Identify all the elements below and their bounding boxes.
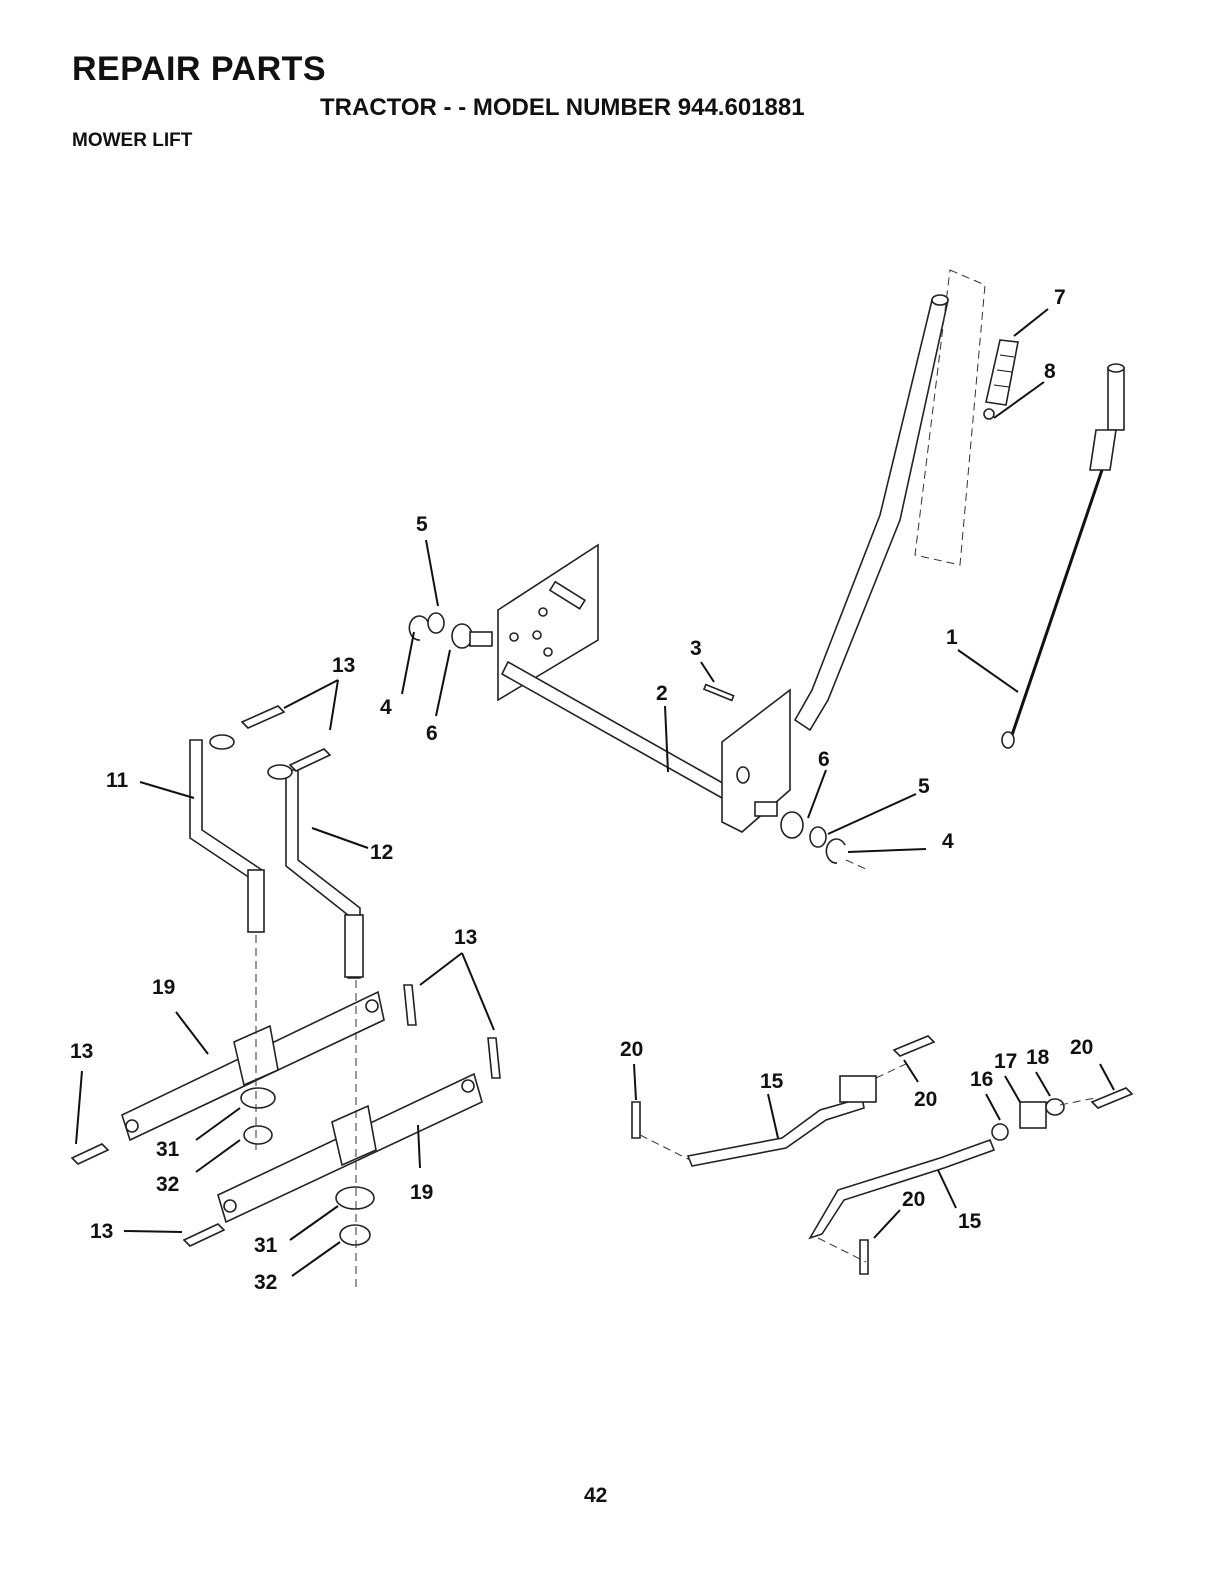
callout-8: 8: [1044, 360, 1056, 383]
left-shaft-fittings: [409, 613, 492, 648]
callout-18: 18: [1026, 1046, 1050, 1069]
callout-20: 20: [914, 1088, 937, 1111]
callout-13: 13: [90, 1220, 113, 1243]
page-number: 42: [584, 1484, 607, 1508]
callout-6: 6: [818, 748, 830, 771]
callout-2: 2: [656, 682, 668, 705]
leader-lines: [76, 309, 1114, 1276]
lift-link-right: [268, 765, 363, 978]
callout-19: 19: [152, 976, 175, 999]
adjust-rod-lower: [810, 1099, 1064, 1238]
callout-12: 12: [370, 841, 393, 864]
lift-spring-rod: [1002, 364, 1124, 748]
callout-32: 32: [156, 1173, 179, 1196]
callout-5: 5: [416, 513, 428, 536]
callout-7: 7: [1054, 286, 1066, 309]
callout-20: 20: [1070, 1036, 1093, 1059]
callout-17: 17: [994, 1050, 1017, 1073]
callout-15: 15: [760, 1070, 784, 1093]
cross-shaft: [502, 662, 728, 798]
callout-16: 16: [970, 1068, 993, 1091]
callout-6: 6: [426, 722, 438, 745]
callout-31: 31: [156, 1138, 180, 1161]
callout-1: 1: [946, 626, 958, 649]
callout-13: 13: [454, 926, 477, 949]
lift-lever: [795, 295, 948, 730]
callout-32: 32: [254, 1271, 277, 1294]
callout-20: 20: [902, 1188, 925, 1211]
callout-4: 4: [942, 830, 954, 853]
callout-20: 20: [620, 1038, 643, 1061]
callout-11: 11: [106, 769, 129, 792]
callout-13: 13: [70, 1040, 93, 1063]
callout-13: 13: [332, 654, 355, 677]
callout-4: 4: [380, 696, 392, 719]
callout-31: 31: [254, 1234, 278, 1257]
callout-labels: 1 2 3 4 4 5 5 6 6 7 8 11 12 13 13 13 13 …: [70, 286, 1093, 1294]
callout-19: 19: [410, 1181, 433, 1204]
callout-15: 15: [958, 1210, 982, 1233]
callout-5: 5: [918, 775, 930, 798]
callout-3: 3: [690, 637, 702, 660]
grip-guide: [915, 270, 985, 565]
shaft-pin: [704, 685, 734, 701]
lever-grip: [984, 340, 1018, 419]
lift-link-left: [190, 735, 264, 932]
